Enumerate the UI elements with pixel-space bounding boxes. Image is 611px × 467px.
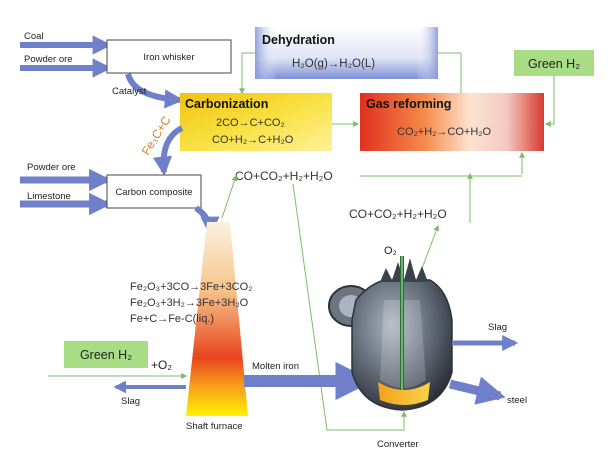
converter-vessel [328,256,453,411]
green-h2-top-label: Green H₂ [528,57,580,71]
shaft-furnace-label: Shaft furnace [186,421,243,432]
carbonization-equation-2: CO+H₂→C+H₂O [212,134,294,146]
catalyst-label: Catalyst [112,86,147,97]
green-h2-top-box [514,50,594,76]
converter-molten-bath [378,382,430,405]
catalyst-arrow [125,73,184,109]
gas-mix-label-1: CO+CO₂+H₂+H₂O [235,169,333,183]
reforming-to-dehydration-line [437,52,462,93]
green-h2-bottom-box [64,341,148,368]
shaft-equation-3: Fe+C→Fe-C(liq.) [130,313,214,325]
carbonization-title: Carbonization [185,97,268,111]
dehydration-to-carbonization-line [239,52,255,95]
shaft-equation-1: Fe₂O₃+3CO→3Fe+3CO₂ [130,281,252,293]
gas-reforming-equation: CO₂+H₂→CO+H₂O [397,126,492,138]
gas-reforming-title: Gas reforming [366,97,451,111]
fe3c-arrow [152,125,184,176]
plus-o2-label: +O₂ [151,358,172,372]
converter-feed-line [327,410,407,431]
dehydration-box-edges [255,27,438,79]
gas-to-converter-line [292,183,328,431]
shaft-furnace-body [186,222,248,416]
coal-label: Coal [24,31,44,42]
dehydration-equation: H₂O(g)→H₂O(L) [292,58,375,70]
iron-whisker-box [106,39,232,74]
powder-ore-label-top: Powder ore [24,54,73,65]
limestone-label: Limestone [27,191,71,202]
converter-flame-crown [380,258,428,282]
green-h2-bottom-label: Green H₂ [80,348,132,362]
converter-label: Converter [377,439,419,450]
shaft-equation-2: Fe₂O₃+3H₂→3Fe+3H₂O [130,297,249,309]
gas-mix-label-2: CO+CO₂+H₂+H₂O [349,207,447,221]
slag-right-label: Slag [488,322,507,333]
carbonization-box [180,93,332,151]
green-h2-to-reforming-line [544,76,555,127]
shaft-gas-up-line [221,174,238,219]
slag-left-label: Slag [121,396,140,407]
carbon-composite-label: Carbon composite [115,187,192,198]
steel-arrow [448,376,506,405]
molten-iron-label: Molten iron [252,361,299,372]
powder-ore-label-mid: Powder ore [27,162,76,173]
dehydration-title: Dehydration [262,33,335,47]
steel-label: steel [507,395,527,406]
iron-whisker-label: Iron whisker [143,52,194,63]
carbon-composite-box [106,174,202,209]
o2-label: O₂ [384,245,397,257]
gas-reforming-box [360,93,544,151]
carbonization-equation-1: 2CO→C+CO₂ [216,117,285,129]
